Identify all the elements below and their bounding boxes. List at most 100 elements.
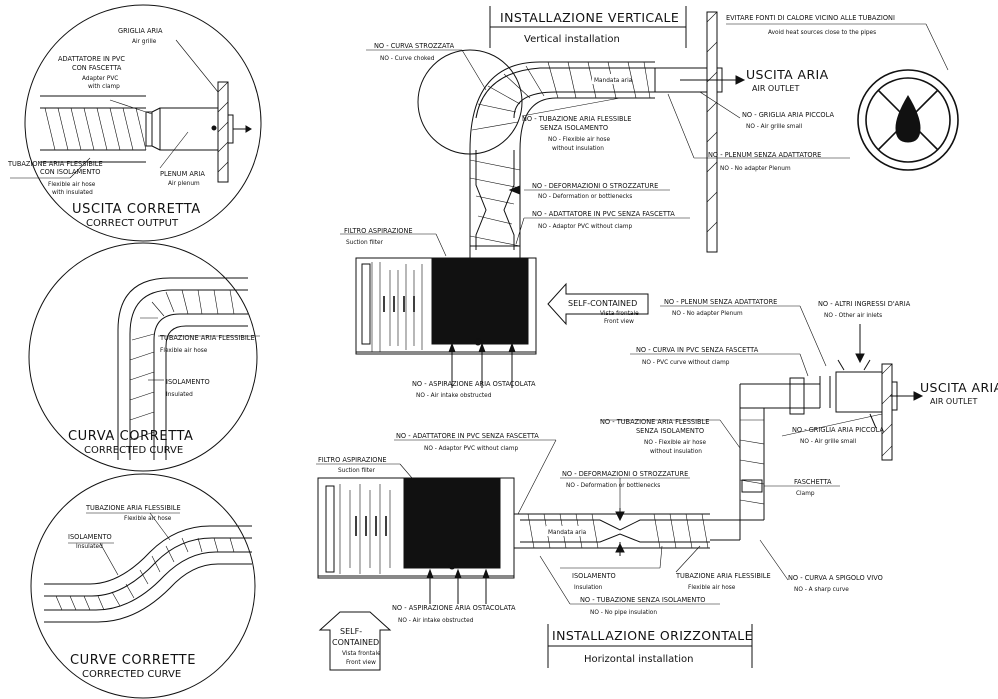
pvc-curve-label: NO - CURVA IN PVC SENZA FASCETTA xyxy=(636,346,759,354)
vertical-installation: INSTALLAZIONE VERTICALE Vertical install… xyxy=(340,6,959,399)
front-view-label-en: Front view xyxy=(604,319,634,325)
panel-title: CURVE CORRETTE xyxy=(70,653,196,668)
front-view-label-en: Front view xyxy=(346,660,376,666)
no-insulation-label: NO - TUBAZIONE ARIA FLESSIBLE xyxy=(600,418,709,426)
no-insulation-label-en-2: without insulation xyxy=(552,146,604,152)
self-contained-label-2: CONTAINED xyxy=(332,638,379,647)
deformation-label: NO - DEFORMAZIONI O STROZZATURE xyxy=(562,470,688,478)
clamp-label-en: Clamp xyxy=(796,491,815,497)
panel-subtitle: CORRECT OUTPUT xyxy=(86,218,179,229)
plenum-label: NO - PLENUM SENZA ADATTATORE xyxy=(664,298,777,306)
self-contained-label: SELF-CONTAINED xyxy=(568,299,637,308)
panel-corrected-curves: TUBAZIONE ARIA FLESSIBILE Flexible air h… xyxy=(30,473,256,699)
vertical-subtitle: Vertical installation xyxy=(524,34,620,45)
grille-label: GRIGLIA ARIA xyxy=(118,27,163,35)
wall-icon xyxy=(706,11,718,253)
deformation-label-en: NO - Deformation or bottlenecks xyxy=(538,194,632,200)
deformation-label-en: NO - Deformation or bottlenecks xyxy=(566,483,660,489)
front-view-arrow-icon xyxy=(318,611,392,671)
hose-label: TUBAZIONE ARIA FLESSIBILE xyxy=(159,334,255,342)
air-outlet-label: USCITA ARIA xyxy=(746,67,829,82)
small-grille-label: NO - GRIGLIA ARIA PICCOLA xyxy=(742,111,834,119)
adaptor-label: NO - ADATTATORE IN PVC SENZA FASCETTA xyxy=(532,210,675,218)
heat-warning-label: EVITARE FONTI DI CALORE VICINO ALLE TUBA… xyxy=(726,14,895,22)
wall-icon xyxy=(881,363,893,461)
hose-label-2: CON ISOLAMENTO xyxy=(40,168,100,176)
other-inlets-label: NO - ALTRI INGRESSI D'ARIA xyxy=(818,300,911,308)
no-insulation-label: NO - TUBAZIONE ARIA FLESSIBLE xyxy=(522,115,631,123)
filter-label-en: Suction filter xyxy=(346,240,384,246)
panel-correct-output: GRIGLIA ARIA Air grille ADATTATORE IN PV… xyxy=(7,4,262,242)
hose-label: TUBAZIONE ARIA FLESSIBILE xyxy=(85,504,181,512)
panel-subtitle: CORRECTED CURVE xyxy=(82,669,181,680)
plenum-label-en: NO - No adapter Plenum xyxy=(672,311,743,317)
choked-label: NO - CURVA STROZZATA xyxy=(374,42,455,50)
vertical-title: INSTALLAZIONE VERTICALE xyxy=(500,10,679,25)
insulation-label: ISOLAMENTO xyxy=(68,533,112,541)
insulation-label: ISOLAMENTO xyxy=(166,378,210,386)
small-grille-label-en: NO - Air grille small xyxy=(800,439,857,445)
heat-warning-label-en: Avoid heat sources close to the pipes xyxy=(768,30,876,36)
front-view-label: Vista frontale xyxy=(342,651,381,657)
grille-label-en: Air grille xyxy=(132,39,157,45)
panel-title: CURVA CORRETTA xyxy=(68,429,194,444)
hose-label: TUBAZIONE ARIA FLESSIBILE xyxy=(675,572,771,580)
horizontal-title: INSTALLAZIONE ORIZZONTALE xyxy=(552,628,753,643)
small-grille-label: NO - GRIGLIA ARIA PICCOLA xyxy=(792,426,884,434)
plenum-label: PLENUM ARIA xyxy=(160,170,205,178)
no-insulation-label-2: SENZA ISOLAMENTO xyxy=(636,427,704,435)
clamp-label: FASCHETTA xyxy=(794,478,832,486)
intake-label: NO - ASPIRAZIONE ARIA OSTACOLATA xyxy=(392,604,516,612)
insulation-label: ISOLAMENTO xyxy=(572,572,616,580)
no-insulation-label-en: NO - Flexible air hose xyxy=(644,440,706,446)
panel-corrected-curve: TUBAZIONE ARIA FLESSIBILE Flexible air h… xyxy=(28,242,260,472)
panel-title: USCITA CORRETTA xyxy=(72,202,201,217)
front-view-arrow-icon xyxy=(547,282,649,326)
air-outlet-label: USCITA ARIA xyxy=(920,380,998,395)
sharp-curve-label: NO - CURVA A SPIGOLO VIVO xyxy=(788,574,883,582)
adapter-label-2: CON FASCETTA xyxy=(72,64,122,72)
no-insulation-label-en-2: without insulation xyxy=(650,449,702,455)
mandata-label: Mandata aria xyxy=(594,78,633,84)
insulation-label-en: Insulation xyxy=(574,585,603,591)
plenum-label-en: NO - No adapter Plenum xyxy=(720,166,791,172)
no-insulation-label-2: SENZA ISOLAMENTO xyxy=(540,124,608,132)
insulation-label-en: Insulated xyxy=(166,392,193,398)
pvc-curve-label-en: NO - PVC curve without clamp xyxy=(642,360,730,366)
intake-label: NO - ASPIRAZIONE ARIA OSTACOLATA xyxy=(412,380,536,388)
adaptor-label: NO - ADATTATORE IN PVC SENZA FASCETTA xyxy=(396,432,539,440)
intake-label-en: NO - Air intake obstructed xyxy=(416,393,492,399)
hose-label-en-2: with insulated xyxy=(52,190,93,196)
no-insulation-label-en: NO - Flexible air hose xyxy=(548,137,610,143)
plenum-label: NO - PLENUM SENZA ADATTATORE xyxy=(708,151,821,159)
plenum-label-en: Air plenum xyxy=(168,181,200,187)
hose-label-en: Flexible air hose xyxy=(48,182,96,188)
filter-label: FILTRO ASPIRAZIONE xyxy=(318,456,387,464)
adapter-label-en: Adapter PVC xyxy=(82,76,118,82)
no-pipe-insulation-label-en: NO - No pipe insulation xyxy=(590,610,657,616)
sharp-curve-label-en: NO - A sharp curve xyxy=(794,587,849,593)
hose-label-en: Flexible air hose xyxy=(160,348,208,354)
mandata-label: Mandata aria xyxy=(548,530,587,536)
hose-label-en: Flexible air hose xyxy=(124,516,172,522)
suction-filter xyxy=(431,257,529,345)
adaptor-label-en: NO - Adaptor PVC without clamp xyxy=(424,446,518,452)
adaptor-label-en: NO - Adaptor PVC without clamp xyxy=(538,224,632,230)
front-view-label: Vista frontale xyxy=(600,311,639,317)
filter-label-en: Suction filter xyxy=(338,468,376,474)
other-inlets-label-en: NO - Other air inlets xyxy=(824,313,882,319)
air-outlet-label-en: AIR OUTLET xyxy=(752,84,799,93)
no-pipe-insulation-label: NO - TUBAZIONE SENZA ISOLAMENTO xyxy=(580,596,706,604)
panel-subtitle: CORRECTED CURVE xyxy=(84,445,183,456)
flame-icon xyxy=(895,95,921,143)
filter-label: FILTRO ASPIRAZIONE xyxy=(344,227,413,235)
hose-label-en: Flexible air hose xyxy=(688,585,736,591)
hose-label: TUBAZIONE ARIA FLESSIBILE xyxy=(7,160,103,168)
horizontal-subtitle: Horizontal installation xyxy=(584,654,693,665)
small-grille-label-en: NO - Air grille small xyxy=(746,124,803,130)
insulation-label-en: Insulated xyxy=(76,544,103,550)
adapter-label-en-2: with clamp xyxy=(88,84,120,90)
deformation-label: NO - DEFORMAZIONI O STROZZATURE xyxy=(532,182,658,190)
